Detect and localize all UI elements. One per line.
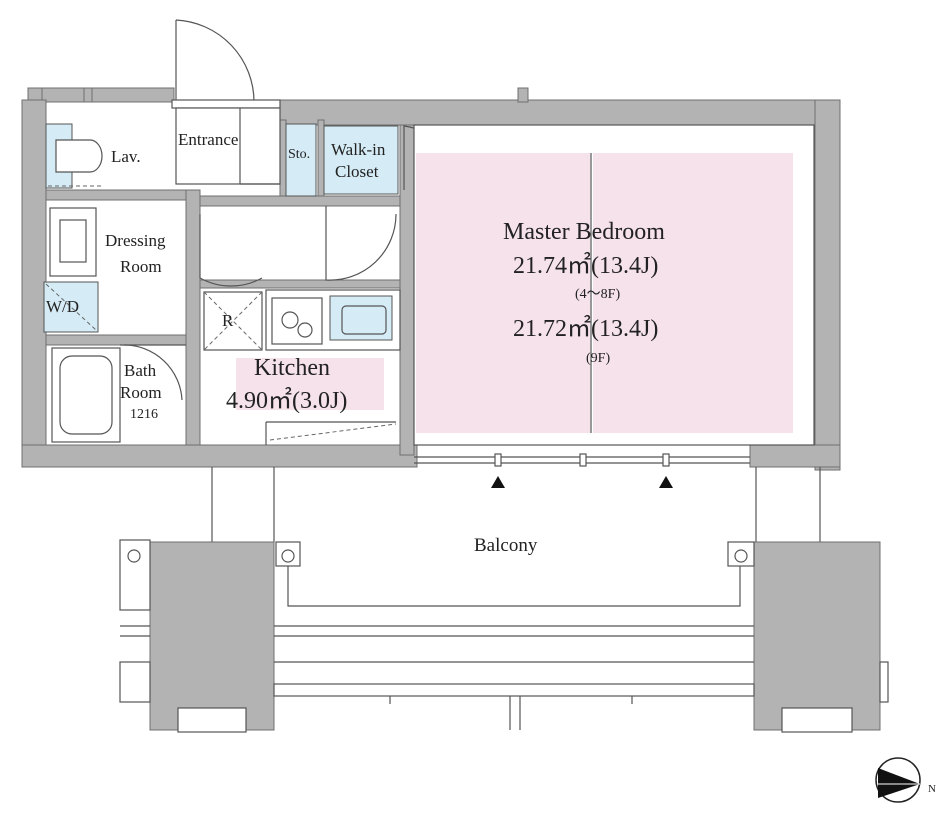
balcony-window	[414, 453, 750, 488]
bedroom-area-label-2: 21.72㎡(13.4J)	[513, 316, 659, 342]
exterior-walls	[21, 87, 841, 471]
compass-north-label: N	[928, 783, 936, 795]
bathtub	[51, 347, 121, 443]
kitchen-label: Kitchen	[254, 355, 330, 381]
kitchen-area-highlight	[236, 358, 384, 410]
fridge-space	[203, 291, 263, 351]
bath-size-label: 1216	[130, 407, 158, 422]
closet-shelf	[323, 125, 399, 195]
entrance-label: Entrance	[178, 130, 239, 149]
bedroom-floors-label-2: (9F)	[586, 351, 611, 366]
hall-door-swing-1	[199, 214, 263, 287]
refrigerator-label: R	[222, 311, 234, 330]
kitchen-area-label: 4.90㎡(3.0J)	[226, 388, 348, 414]
vanity	[49, 207, 97, 277]
balcony-label: Balcony	[474, 535, 538, 556]
storage-label: Sto.	[288, 147, 311, 162]
washer-dryer-label: W/D	[46, 297, 80, 316]
bedroom-area-left	[416, 153, 590, 433]
bedroom-area-right	[593, 153, 793, 433]
dressing-room-label-2: Room	[120, 257, 162, 276]
toilet	[55, 139, 103, 173]
bedroom-area-label-1: 21.74㎡(13.4J)	[513, 253, 659, 279]
bath-room-label-2: Room	[120, 383, 162, 402]
hall-door-swing-2	[325, 206, 397, 281]
master-bedroom-label: Master Bedroom	[503, 219, 665, 245]
compass	[875, 757, 921, 803]
lavatory-label: Lav.	[111, 147, 141, 166]
bath-room-label-1: Bath	[124, 361, 157, 380]
dressing-room-label-1: Dressing	[105, 231, 166, 250]
storage-shelf	[285, 123, 317, 197]
bedroom-floors-label-1: (4～8F)	[575, 287, 621, 302]
balcony	[119, 467, 889, 733]
sink	[329, 295, 393, 341]
bath-door-swing	[123, 344, 183, 401]
walkin-closet-label-1: Walk-in	[331, 140, 386, 159]
entrance-door	[171, 19, 281, 185]
walkin-closet-label-2: Closet	[335, 162, 379, 181]
